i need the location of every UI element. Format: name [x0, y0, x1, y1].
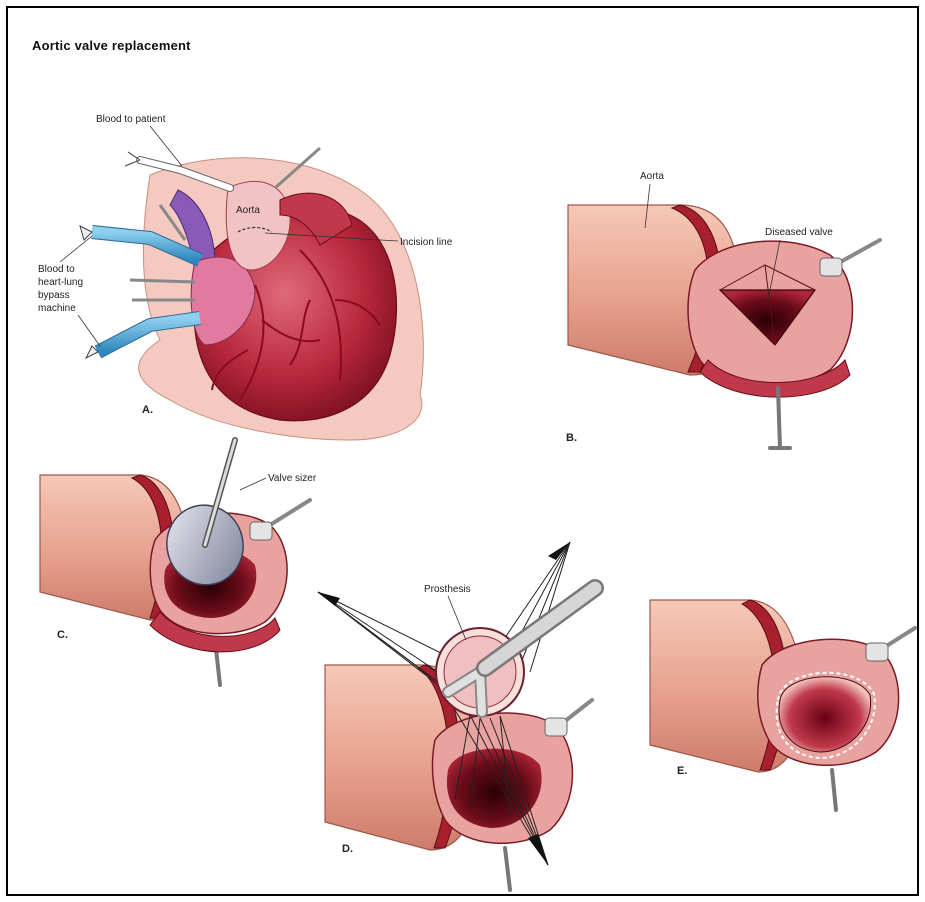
panel-letter-a: A. — [142, 404, 153, 416]
label-blood-to-machine-1: Blood to — [38, 264, 75, 275]
panel-letter-e: E. — [677, 765, 687, 777]
label-aorta-a: Aorta — [236, 205, 260, 216]
label-diseased-valve: Diseased valve — [765, 227, 833, 238]
label-prosthesis: Prosthesis — [424, 584, 471, 595]
label-valve-sizer: Valve sizer — [268, 473, 317, 484]
label-blood-to-machine-4: machine — [38, 303, 76, 314]
label-incision-line: Incision line — [400, 237, 453, 248]
label-blood-to-patient: Blood to patient — [96, 114, 166, 125]
panel-b — [568, 205, 880, 448]
label-blood-to-machine-2: heart-lung — [38, 277, 83, 288]
panel-letter-d: D. — [342, 843, 353, 855]
panel-letter-c: C. — [57, 629, 68, 641]
panel-a-heart — [80, 148, 423, 440]
panel-e — [650, 600, 915, 810]
label-aorta-b: Aorta — [640, 171, 664, 182]
label-blood-to-machine-3: bypass — [38, 290, 70, 301]
panel-letter-b: B. — [566, 432, 577, 444]
